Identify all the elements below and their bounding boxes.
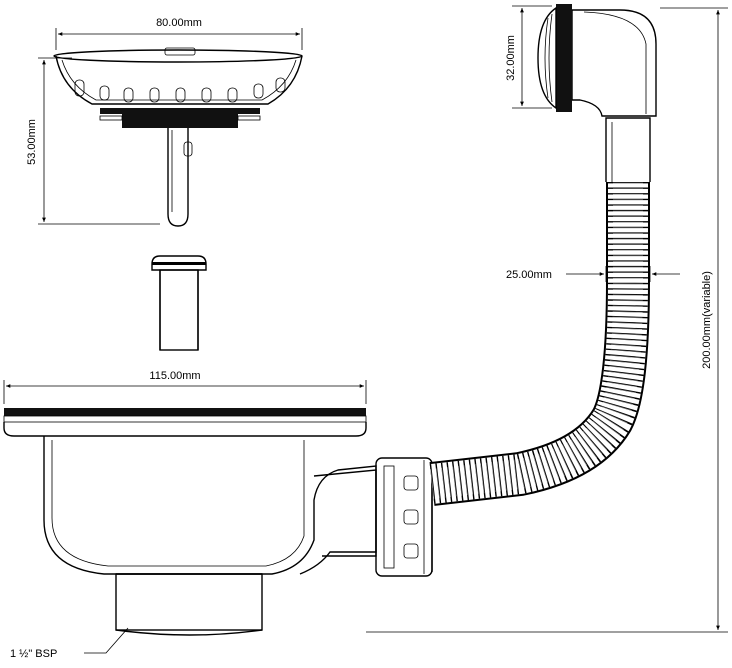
strainer-basket: [53, 47, 303, 227]
overflow-head: [537, 4, 657, 117]
thread-callout: 1 ½" BSP: [10, 627, 129, 660]
connector-nut: [375, 457, 433, 577]
dim-strainer-width-label: 80.00mm: [156, 17, 202, 29]
flexible-hose: [429, 117, 651, 506]
dim-overflow-height-label: 200.00mm(variable): [701, 271, 713, 369]
dim-overflow-head-label: 32.00mm: [505, 35, 517, 81]
dim-strainer-height: 53.00mm: [26, 57, 160, 225]
dim-overflow-height: 200.00mm(variable): [366, 7, 728, 633]
dim-overflow-head: 32.00mm: [505, 5, 552, 109]
dim-strainer-width: 80.00mm: [55, 17, 303, 50]
dim-hose-diameter-label: 25.00mm: [506, 269, 552, 281]
dim-waste-width: 115.00mm: [3, 370, 367, 404]
waste-body: [3, 408, 377, 636]
dim-hose-diameter: 25.00mm: [506, 266, 680, 282]
strainer-slots: [74, 77, 286, 103]
thread-label: 1 ½" BSP: [10, 648, 57, 660]
dim-waste-width-label: 115.00mm: [149, 370, 200, 382]
connecting-screw: [151, 255, 207, 351]
dim-strainer-height-label: 53.00mm: [26, 119, 38, 165]
